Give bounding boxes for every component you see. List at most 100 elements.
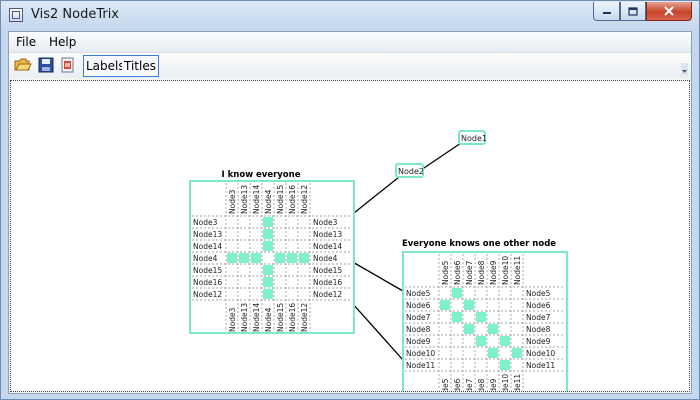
- matrix-col-label-bottom-matrix-b-0: Node5: [441, 378, 450, 391]
- labels-toggle[interactable]: Labels: [83, 55, 128, 77]
- graph-node-node2[interactable]: [395, 163, 424, 178]
- matrix-cell-matrix-b-4: [500, 336, 510, 346]
- graph-node-label-node1: Node1: [461, 134, 487, 143]
- matrix-row-label-right-matrix-a-2: Node14: [313, 242, 342, 251]
- matrix-col-label-top-matrix-a-0: Node3: [228, 189, 237, 214]
- matrix-row-label-left-matrix-b-6: Node11: [406, 361, 435, 370]
- matrix-cell-matrix-a-4: [287, 253, 297, 263]
- matrix-col-label-bottom-matrix-b-3: Node8: [477, 378, 486, 391]
- matrix-col-label-bottom-matrix-a-2: Node14: [252, 303, 261, 332]
- matrix-col-label-bottom-matrix-b-1: Node6: [453, 378, 462, 391]
- matrix-row-label-right-matrix-a-5: Node16: [313, 278, 342, 287]
- matrix-cell-sym-matrix-a-4: [263, 277, 273, 287]
- matrix-col-label-bottom-matrix-b-5: Node10: [501, 374, 510, 391]
- matrix-row-label-left-matrix-b-5: Node10: [406, 349, 435, 358]
- matrix-col-label-top-matrix-b-5: Node10: [501, 256, 510, 285]
- matrix-row-label-left-matrix-a-1: Node13: [193, 230, 222, 239]
- matrix-col-label-bottom-matrix-b-2: Node7: [465, 378, 474, 391]
- close-button[interactable]: [646, 2, 692, 21]
- matrix-row-label-right-matrix-b-1: Node6: [526, 301, 551, 310]
- menu-bar: File Help: [9, 32, 691, 53]
- matrix-row-label-right-matrix-b-2: Node7: [526, 313, 551, 322]
- matrix-cell-matrix-b-2: [476, 312, 486, 322]
- matrix-col-label-top-matrix-a-1: Node13: [240, 185, 249, 214]
- matrix-row-label-left-matrix-b-2: Node7: [406, 313, 431, 322]
- maximize-button[interactable]: [620, 2, 646, 21]
- matrix-col-label-top-matrix-a-4: Node15: [276, 185, 285, 214]
- matrix-row-label-right-matrix-a-4: Node15: [313, 266, 342, 275]
- matrix-cell-sym-matrix-b-4: [488, 348, 498, 358]
- close-icon: [664, 6, 674, 16]
- toolbar: Labels Titles: [9, 53, 691, 78]
- graph-edge-0: [420, 142, 462, 171]
- matrix-row-label-left-matrix-b-4: Node9: [406, 337, 431, 346]
- matrix-col-label-bottom-matrix-a-0: Node3: [228, 307, 237, 332]
- matrix-cell-sym-matrix-a-0: [263, 217, 273, 227]
- minimize-icon: [602, 12, 611, 14]
- export-icon[interactable]: [59, 56, 77, 74]
- matrix-cell-matrix-b-1: [464, 300, 474, 310]
- matrix-col-label-top-matrix-a-6: Node12: [300, 185, 309, 214]
- matrix-cell-matrix-a-5: [299, 253, 309, 263]
- matrix-cell-sym-matrix-a-3: [263, 265, 273, 275]
- matrix-cell-matrix-a-0: [227, 253, 237, 263]
- matrix-row-label-right-matrix-a-0: Node3: [313, 218, 338, 227]
- matrix-row-label-right-matrix-b-4: Node9: [526, 337, 551, 346]
- matrix-row-label-left-matrix-a-0: Node3: [193, 218, 218, 227]
- matrix-col-label-bottom-matrix-b-6: Node11: [513, 374, 522, 391]
- matrix-cell-sym-matrix-b-5: [500, 360, 510, 370]
- matrix-cell-sym-matrix-a-1: [263, 229, 273, 239]
- matrix-col-label-bottom-matrix-a-5: Node16: [288, 303, 297, 332]
- matrix-cell-matrix-b-0: [452, 288, 462, 298]
- matrix-row-label-right-matrix-b-6: Node11: [526, 361, 555, 370]
- matrix-col-label-bottom-matrix-a-3: Node4: [264, 307, 273, 332]
- matrix-row-label-right-matrix-b-3: Node8: [526, 325, 551, 334]
- matrix-cell-matrix-a-1: [239, 253, 249, 263]
- graph-node-node1[interactable]: [458, 130, 486, 145]
- matrix-col-label-top-matrix-a-3: Node4: [264, 189, 273, 214]
- maximize-icon: [628, 6, 638, 16]
- matrix-title-matrix-b: Everyone knows one other node: [402, 239, 556, 249]
- matrix-row-label-left-matrix-b-0: Node5: [406, 289, 431, 298]
- matrix-frame-matrix-b[interactable]: [402, 251, 568, 391]
- title-bar[interactable]: Vis2 NodeTrix: [1, 1, 699, 31]
- menu-file[interactable]: File: [16, 35, 37, 49]
- matrix-cell-sym-matrix-b-0: [440, 300, 450, 310]
- matrix-row-label-right-matrix-a-6: Node12: [313, 290, 342, 299]
- matrix-col-label-top-matrix-b-0: Node5: [441, 260, 450, 285]
- matrix-col-label-bottom-matrix-a-4: Node15: [276, 303, 285, 332]
- save-disk-icon[interactable]: [37, 56, 55, 74]
- app-icon: [9, 8, 23, 22]
- titles-toggle[interactable]: Titles: [122, 55, 159, 77]
- matrix-row-label-left-matrix-a-6: Node12: [193, 290, 222, 299]
- matrix-cell-sym-matrix-a-2: [263, 241, 273, 251]
- matrix-frame-matrix-a[interactable]: [189, 180, 355, 334]
- matrix-col-label-top-matrix-b-1: Node6: [453, 260, 462, 285]
- open-folder-icon[interactable]: [14, 56, 32, 74]
- minimize-button[interactable]: [593, 2, 620, 21]
- matrix-col-label-top-matrix-a-2: Node14: [252, 185, 261, 214]
- matrix-cell-matrix-a-3: [275, 253, 285, 263]
- toolbar-overflow-grip[interactable]: [681, 63, 688, 75]
- matrix-row-label-left-matrix-a-2: Node14: [193, 242, 222, 251]
- menu-help[interactable]: Help: [49, 35, 77, 49]
- client-area: File Help Labels Titles: [8, 31, 692, 394]
- matrix-row-label-left-matrix-a-4: Node15: [193, 266, 222, 275]
- matrix-row-label-left-matrix-a-3: Node4: [193, 254, 218, 263]
- matrix-row-label-right-matrix-a-3: Node4: [313, 254, 338, 263]
- matrix-cell-sym-matrix-b-2: [464, 324, 474, 334]
- matrix-cell-sym-matrix-b-3: [476, 336, 486, 346]
- matrix-col-label-bottom-matrix-a-6: Node12: [300, 303, 309, 332]
- matrix-col-label-top-matrix-b-2: Node7: [465, 260, 474, 285]
- matrix-row-label-left-matrix-a-5: Node16: [193, 278, 222, 287]
- matrix-col-label-bottom-matrix-b-4: Node9: [489, 378, 498, 391]
- matrix-col-label-top-matrix-a-5: Node16: [288, 185, 297, 214]
- matrix-cell-matrix-b-5: [512, 348, 522, 358]
- matrix-col-label-bottom-matrix-a-1: Node13: [240, 303, 249, 332]
- matrix-title-matrix-a: I know everyone: [222, 170, 301, 180]
- matrix-cell-matrix-a-2: [251, 253, 261, 263]
- matrix-row-label-right-matrix-a-1: Node13: [313, 230, 342, 239]
